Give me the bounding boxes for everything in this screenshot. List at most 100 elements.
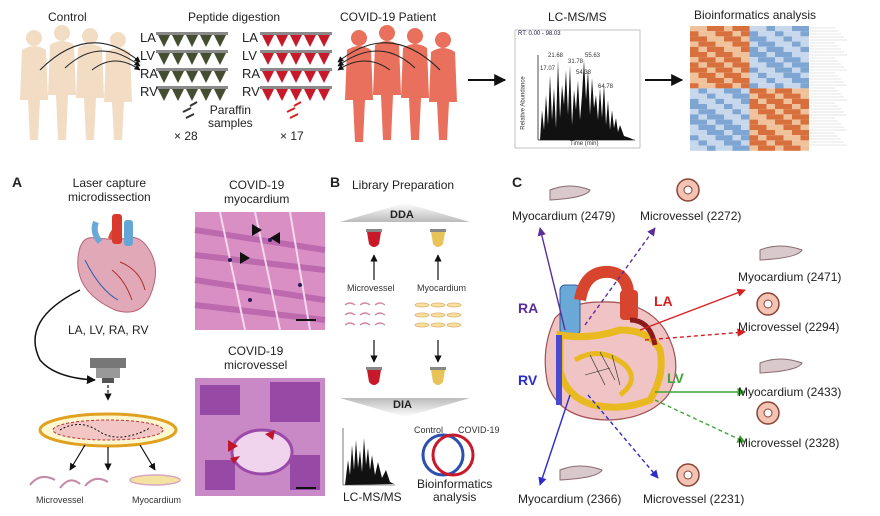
panel-a-letter: A	[12, 174, 23, 190]
control-count: × 28	[174, 129, 198, 143]
chamber-label: LV	[242, 48, 257, 63]
ms-peak-label: 21.68	[548, 53, 564, 59]
microvessel-tube-top-icon	[366, 229, 382, 247]
rv-myocardium-arrow	[538, 394, 571, 486]
microvessel-samples-grid-icon	[344, 302, 386, 326]
lv-microvessel-icon	[756, 401, 780, 425]
dia-triangle	[340, 398, 470, 417]
covid-patient-label: COVID-19 Patient	[340, 10, 437, 24]
panel-c-letter: C	[512, 174, 523, 190]
la-myocardium-icon	[759, 245, 803, 261]
la-microvessel-arrow	[644, 328, 746, 341]
chamber-label: LA	[140, 30, 156, 45]
rv-microvessel-icon	[676, 463, 700, 487]
bioinformatics-b-label: Bioinformatics analysis	[417, 477, 493, 504]
covid-legend-label: COVID-19	[458, 425, 500, 435]
heart-illustration-c	[544, 265, 677, 421]
ms-peak-label: 54.38	[576, 70, 592, 76]
chambers-list-label: LA, LV, RA, RV	[68, 323, 149, 337]
rv-microvessel-label: Microvessel (2231)	[643, 492, 745, 506]
panel-b-letter: B	[330, 174, 341, 190]
lv-chamber-label: LV	[667, 370, 684, 386]
histology-microvessel-image	[195, 378, 325, 496]
rv-chamber-label: RV	[518, 372, 538, 388]
la-myocardium-label: Myocardium (2471)	[738, 270, 842, 284]
microvessel-tube-bottom-icon	[366, 367, 382, 385]
chamber-label: RV	[242, 84, 260, 99]
ms-y-axis-label: Relative Abundance	[520, 76, 527, 130]
chamber-label: RA	[140, 66, 159, 81]
chamber-label: RV	[140, 84, 158, 99]
la-microvessel-label: Microvessel (2294)	[738, 320, 840, 334]
control-legend-label: Control	[414, 425, 444, 435]
lv-myocardium-icon	[759, 358, 803, 374]
dia-label: DIA	[393, 399, 412, 411]
chamber-label: RA	[242, 66, 261, 81]
microvessel-b-label: Microvessel	[347, 283, 395, 293]
chamber-label: LV	[140, 48, 155, 63]
dda-label: DDA	[390, 209, 414, 221]
control-people-icon	[20, 25, 132, 140]
histology-myocardium-image	[194, 211, 326, 331]
ms-peak-label: 64.78	[598, 84, 614, 90]
lcm-objective-icon	[90, 358, 126, 401]
covid-people-icon	[345, 25, 457, 142]
paraffin-sample-icon	[182, 101, 198, 119]
control-label: Control	[48, 10, 87, 24]
la-chamber-label: LA	[654, 293, 673, 309]
ms-peak-label: 17.07	[540, 66, 556, 72]
lcms-label: LC-MS/MS	[548, 10, 607, 24]
paraffin-samples-label: Paraffin samples	[208, 103, 253, 130]
ra-myocardium-icon	[549, 185, 591, 201]
ra-myocardium-label: Myocardium (2479)	[512, 209, 616, 223]
covid-microvessel-label: COVID-19 microvessel	[224, 344, 288, 372]
myocardium-tube-top-icon	[430, 229, 446, 247]
ms-x-axis-label: Time (min)	[570, 141, 599, 147]
microvessel-crescent-icons	[29, 475, 109, 489]
ms-spectrum-plot	[514, 29, 641, 149]
ms-header-text: RT: 0.00 - 98.03	[518, 31, 561, 37]
covid-arrows	[337, 42, 441, 71]
control-vs-covid-circles	[421, 433, 475, 477]
control-arrows	[39, 42, 141, 71]
lcm-output-arrows	[69, 444, 156, 471]
lcms-b-label: LC-MS/MS	[343, 490, 402, 504]
myocardium-b-label: Myocardium	[417, 283, 467, 293]
ra-microvessel-arrow	[584, 227, 656, 326]
ra-microvessel-icon	[676, 178, 700, 202]
heatmap-plot	[690, 26, 847, 151]
peptide-digestion-label: Peptide digestion	[188, 10, 281, 24]
ms-peak-label: 55.63	[585, 53, 601, 59]
rv-myocardium-label: Myocardium (2366)	[518, 492, 622, 506]
rv-myocardium-icon	[559, 465, 603, 481]
ms-spectrum-small-plot	[342, 428, 395, 486]
myocardium-strip-icon	[129, 474, 181, 486]
myocardium-a-label: Myocardium	[132, 495, 182, 505]
tissue-section-illustration	[38, 412, 178, 448]
heart-illustration-a	[77, 214, 156, 313]
lv-myocardium-label: Myocardium (2433)	[738, 385, 842, 399]
covid-count: × 17	[280, 129, 304, 143]
microvessel-a-label: Microvessel	[36, 495, 84, 505]
ra-microvessel-label: Microvessel (2272)	[640, 209, 742, 223]
la-myocardium-arrow	[639, 288, 746, 331]
control-tube-rack	[156, 32, 228, 101]
lcm-title: Laser capture microdissection	[68, 176, 151, 204]
library-preparation-label: Library Preparation	[352, 178, 455, 192]
la-microvessel-icon	[756, 292, 780, 316]
covid-myocardium-label: COVID-19 myocardium	[224, 178, 290, 206]
bioinformatics-label: Bioinformatics analysis	[694, 8, 817, 22]
myocardium-tube-bottom-icon	[430, 367, 446, 385]
covid-tube-rack	[260, 32, 332, 101]
ms-peak-label: 31.78	[568, 59, 584, 65]
lcm-curve-arrow	[34, 289, 96, 385]
lv-microvessel-label: Microvessel (2328)	[738, 436, 840, 450]
lv-microvessel-arrow	[654, 399, 746, 443]
myocardium-samples-grid-icon	[414, 302, 462, 328]
chamber-label: LA	[242, 30, 258, 45]
ra-myocardium-arrow	[537, 227, 566, 331]
paraffin-sample-covid-icon	[286, 101, 302, 119]
dda-triangle	[340, 203, 470, 222]
ra-chamber-label: RA	[518, 300, 539, 316]
